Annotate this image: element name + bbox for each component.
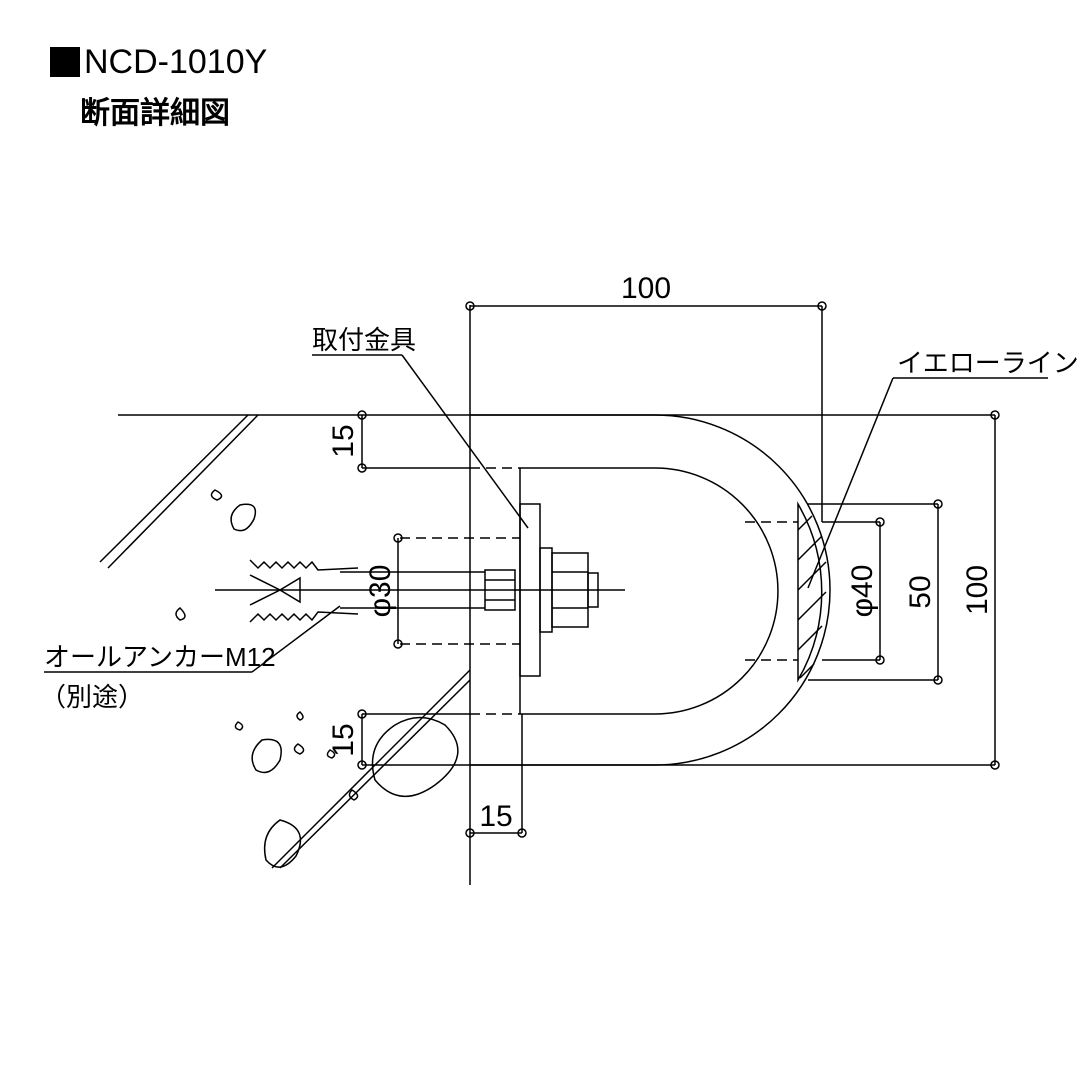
anchor-bolt — [215, 559, 625, 623]
dim-bottom-flange: 15 — [327, 723, 360, 756]
yellow-line-hatch — [797, 501, 827, 683]
dimension-lines — [357, 301, 1000, 838]
mounting-bracket — [519, 468, 599, 714]
label-anchor-note: （別途） — [40, 682, 144, 712]
label-anchor: オールアンカーM12 — [44, 642, 276, 672]
dim-top-width: 100 — [621, 272, 671, 305]
label-bracket: 取付金具 — [312, 325, 416, 355]
drawing-header: NCD-1010Y 断面詳細図 — [50, 40, 267, 134]
dim-line-dia: φ40 — [846, 565, 879, 618]
u-stop-body — [400, 414, 831, 766]
model-title: NCD-1010Y — [50, 40, 267, 84]
dim-bolt-dia: φ30 — [364, 565, 397, 618]
black-square-icon — [50, 47, 80, 77]
drawing-subtitle: 断面詳細図 — [80, 96, 230, 131]
dim-total-height: 100 — [961, 565, 994, 615]
leader-lines — [44, 354, 1048, 673]
dim-top-flange: 15 — [327, 424, 360, 457]
dim-line-height: 50 — [904, 575, 937, 608]
model-number: NCD-1010Y — [84, 43, 268, 81]
concrete-hatch — [99, 414, 471, 869]
label-yellow-line: イエローライン — [897, 348, 1079, 378]
dim-bottom-width: 15 — [479, 800, 512, 833]
